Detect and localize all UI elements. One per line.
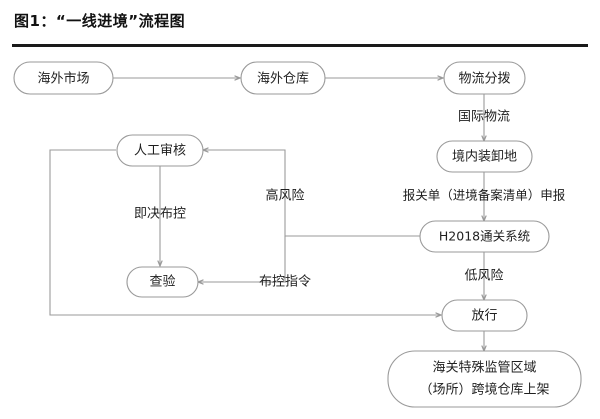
edge-high-risk-to-manual-review [203, 150, 420, 237]
node-release-shape[interactable] [441, 299, 528, 332]
edge-label-low-risk: 低风险 [464, 269, 503, 284]
node-h2018-system-label: H2018通关系统 [439, 229, 530, 244]
node-overseas-market-label: 海外市场 [37, 71, 89, 87]
edge-label-immediate-control: 即决布控 [134, 207, 186, 222]
node-overseas-warehouse[interactable]: 海外仓库 [240, 61, 326, 95]
node-domestic-loading-label: 境内装卸地 [452, 149, 517, 165]
node-manual-review-shape[interactable] [116, 134, 204, 167]
node-inspection-shape[interactable] [126, 266, 199, 298]
node-h2018-system[interactable]: H2018通关系统 [419, 220, 550, 253]
edge-label-control-order: 布控指令 [259, 275, 311, 290]
node-overseas-warehouse-shape[interactable] [240, 61, 326, 95]
edge-labels-group: 国际物流 报关单（进境备案清单）申报 低风险 高风险 即决布控 布控指令 [134, 110, 566, 290]
title-divider [12, 44, 588, 47]
edge-manual-review-to-release [49, 149, 441, 315]
node-inspection[interactable]: 查验 [126, 266, 199, 298]
node-h2018-system-shape[interactable] [419, 220, 550, 253]
edges-group [49, 78, 484, 351]
node-logistics-sorting-label: 物流分拨 [458, 72, 510, 87]
node-overseas-market[interactable]: 海外市场 [13, 61, 114, 95]
node-domestic-loading-shape[interactable] [436, 140, 533, 173]
edge-label-international-logistics: 国际物流 [458, 110, 510, 125]
node-customs-zone[interactable]: 海关特殊监管区域 （场所）跨境仓库上架 [387, 350, 582, 408]
node-customs-zone-label-line1: 海关特殊监管区域 [432, 361, 536, 376]
node-manual-review[interactable]: 人工审核 [116, 134, 204, 167]
node-customs-zone-label-line2: （场所）跨境仓库上架 [419, 382, 549, 398]
node-release-label: 放行 [471, 309, 497, 324]
edge-control-order-to-inspection [198, 236, 286, 282]
node-logistics-sorting-shape[interactable] [443, 61, 526, 95]
node-overseas-market-shape[interactable] [13, 61, 114, 95]
node-logistics-sorting[interactable]: 物流分拨 [443, 61, 526, 95]
node-customs-zone-shape[interactable] [387, 350, 582, 408]
node-release[interactable]: 放行 [441, 299, 528, 332]
page-title: 图1：“一线进境”流程图 [14, 12, 186, 30]
node-overseas-warehouse-label: 海外仓库 [257, 71, 309, 87]
node-manual-review-label: 人工审核 [134, 144, 186, 159]
edge-label-high-risk: 高风险 [265, 188, 304, 204]
edge-label-declaration: 报关单（进境备案清单）申报 [403, 188, 566, 203]
node-inspection-label: 查验 [149, 274, 175, 290]
node-domestic-loading[interactable]: 境内装卸地 [436, 140, 533, 173]
